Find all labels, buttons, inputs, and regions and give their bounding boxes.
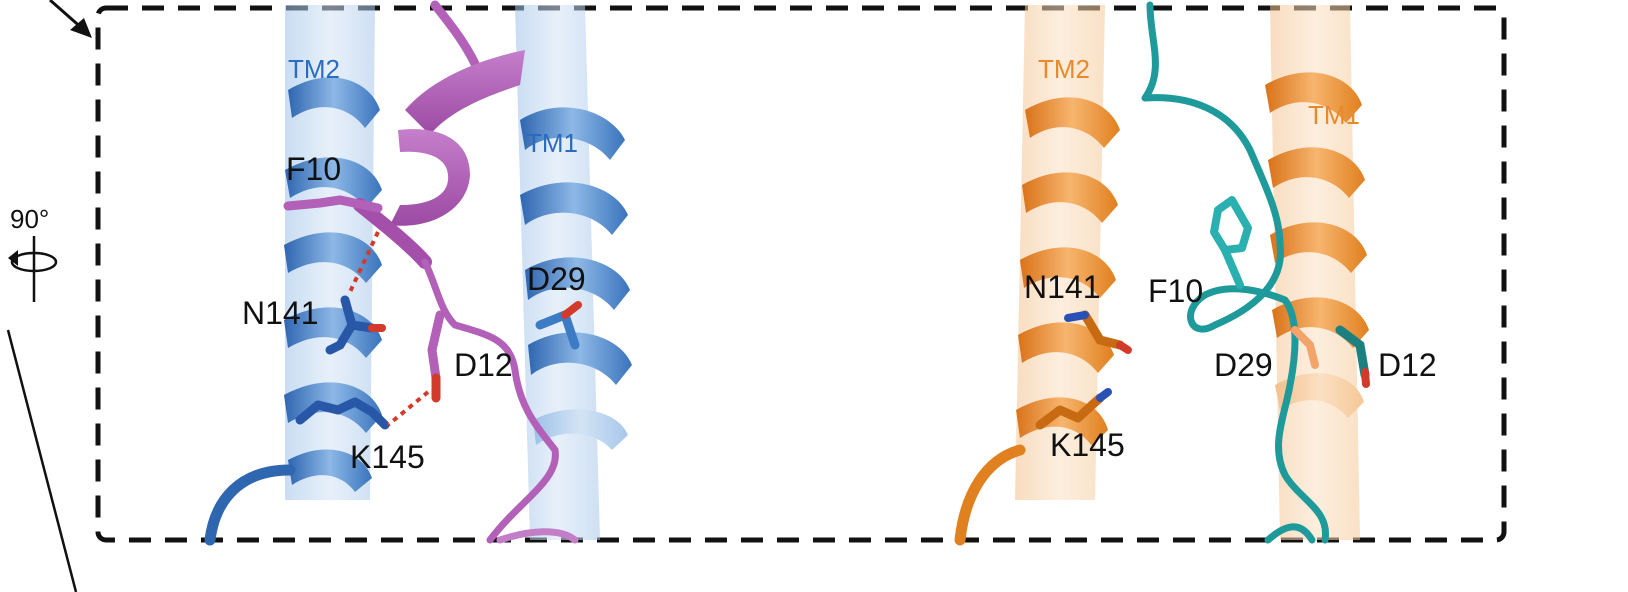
- connector-line: [6, 329, 78, 592]
- left-tm1-helix: [515, 5, 632, 540]
- left-label-tm2: TM2: [288, 54, 340, 84]
- left-label-tm1: TM1: [526, 128, 578, 158]
- rotation-indicator: 90°: [8, 204, 58, 302]
- right-panel: TM2 TM1 N141 F10 D29 D12 K145: [954, 1, 1437, 546]
- left-tm2-helix: [204, 5, 382, 546]
- right-tm1-helix: [1265, 5, 1369, 540]
- left-hbonds: [348, 231, 430, 427]
- right-label-d29: D29: [1214, 347, 1273, 383]
- rotation-arrow-icon: [8, 236, 58, 302]
- rotation-angle-label: 90°: [10, 204, 49, 234]
- right-label-f10: F10: [1148, 273, 1203, 309]
- right-label-tm1: TM1: [1308, 100, 1360, 130]
- right-label-tm2: TM2: [1038, 54, 1090, 84]
- left-label-n141: N141: [242, 295, 319, 331]
- right-tm2-helix: [954, 5, 1120, 546]
- left-side-chains: [295, 295, 582, 430]
- left-label-d29: D29: [527, 261, 586, 297]
- right-label-n141: N141: [1024, 269, 1101, 305]
- corner-arrow-icon: [49, 0, 92, 38]
- left-label-d12: D12: [454, 347, 513, 383]
- left-peptide: [283, 0, 579, 544]
- right-peptide: [1141, 1, 1370, 544]
- right-label-k145: K145: [1050, 427, 1125, 463]
- left-label-k145: K145: [350, 439, 425, 475]
- right-label-d12: D12: [1378, 347, 1437, 383]
- left-label-f10: F10: [286, 151, 341, 187]
- right-side-chains: [1035, 310, 1319, 430]
- left-panel: TM2 TM1 F10 D29 N141 D12 K145: [204, 0, 632, 546]
- dashed-frame: [95, 5, 1507, 543]
